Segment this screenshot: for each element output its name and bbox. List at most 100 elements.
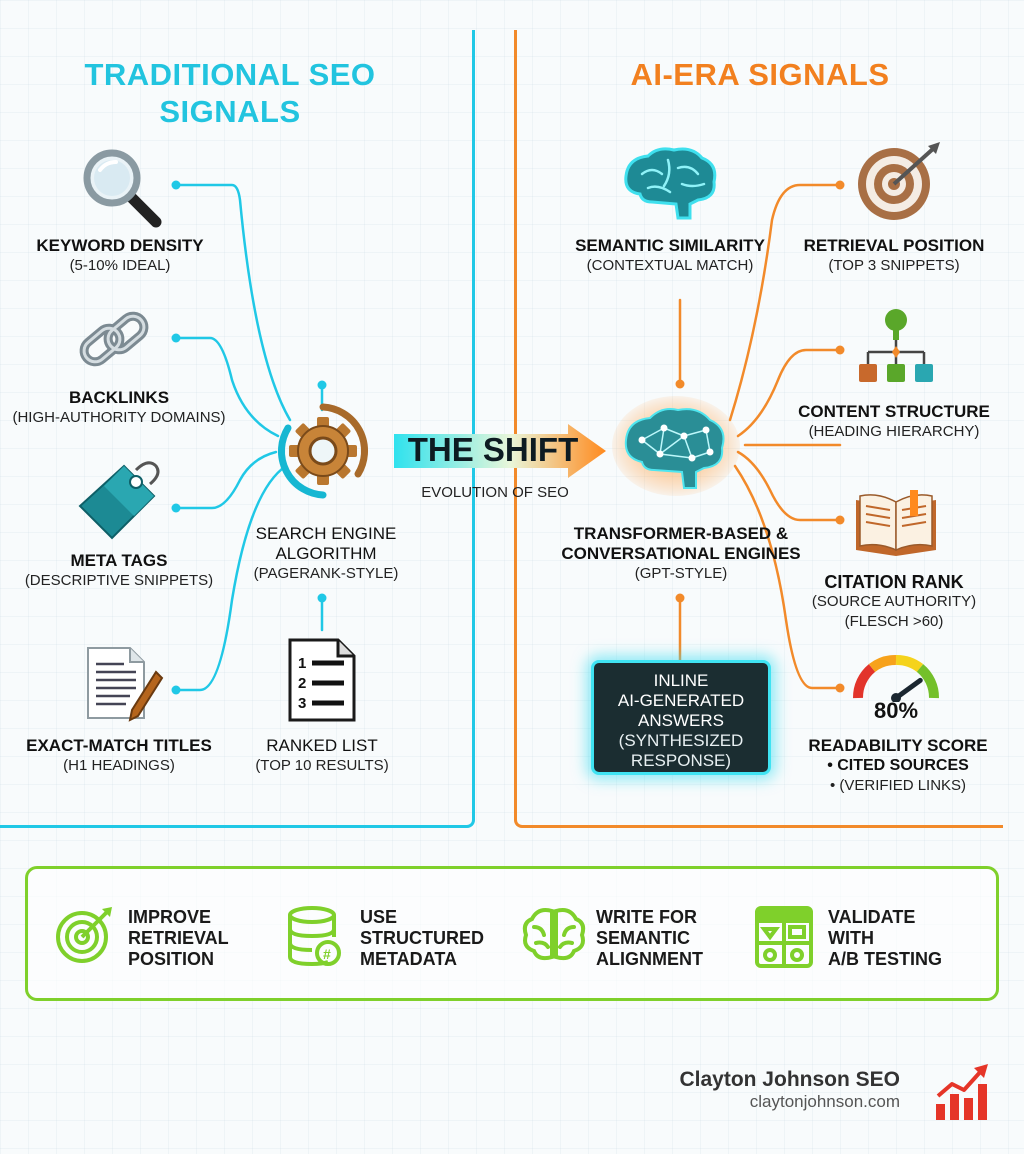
ai-panel-border (514, 30, 1003, 828)
target-icon (56, 907, 112, 963)
search-engine-line2: ALGORITHM (275, 544, 377, 563)
tip3-line2: SEMANTIC (596, 928, 690, 948)
svg-text:3: 3 (298, 695, 306, 712)
ai-title: AI-ERA SIGNALS (630, 57, 890, 92)
semantic-similarity-name: SEMANTIC SIMILARITY (575, 236, 765, 255)
content-structure-name: CONTENT STRUCTURE (798, 402, 990, 421)
content-structure-label: CONTENT STRUCTURE (HEADING HIERARCHY) (792, 402, 996, 442)
tip4-line2: WITH (828, 928, 874, 948)
svg-text:#: # (323, 946, 331, 962)
transformer-engines-label: TRANSFORMER-BASED & CONVERSATIONAL ENGIN… (548, 524, 814, 584)
ranked-list-icon: 1 2 3 (288, 638, 356, 722)
gauge-value: 80% (873, 698, 919, 723)
growth-chart-logo-icon (936, 1064, 988, 1120)
meta-tags-name: META TAGS (70, 551, 168, 570)
content-structure-detail: (HEADING HIERARCHY) (808, 423, 980, 440)
brain-icon (522, 908, 586, 961)
tip2-line3: METADATA (360, 949, 457, 969)
cited-sources-bullet: • CITED SOURCES (827, 757, 969, 774)
gauge-icon (852, 655, 940, 702)
shift-arrow-icon (394, 424, 606, 478)
brand-url[interactable]: claytonjohnson.com (749, 1092, 900, 1111)
open-book-icon (856, 490, 936, 556)
tip1-line3: POSITION (128, 949, 215, 969)
answers-line3: ANSWERS (638, 711, 724, 730)
backlinks-label: BACKLINKS (HIGH-AUTHORITY DOMAINS) (4, 388, 234, 428)
action-tips-box: IMPROVE RETRIEVAL POSITION # USE STRUC (25, 866, 999, 1001)
backlinks-detail: (HIGH-AUTHORITY DOMAINS) (12, 409, 226, 426)
ranked-list-label: RANKED LIST (TOP 10 RESULTS) (240, 736, 404, 776)
search-engine-line1: SEARCH ENGINE (255, 524, 397, 543)
search-engine-label: SEARCH ENGINE ALGORITHM (PAGERANK-STYLE) (236, 524, 416, 584)
tip4-line3: A/B TESTING (828, 949, 943, 969)
tip-ab-testing-text: VALIDATE WITH A/B TESTING (828, 907, 942, 970)
exact-match-titles-detail: (H1 HEADINGS) (63, 757, 175, 774)
transformer-engines-line2: CONVERSATIONAL ENGINES (561, 544, 801, 563)
transformer-engines-detail: (GPT-STYLE) (634, 565, 728, 582)
tip-improve-retrieval-text: IMPROVE RETRIEVAL POSITION (128, 907, 229, 970)
citation-rank-detail2: (FLESCH >60) (844, 613, 944, 630)
tip3-line3: ALIGNMENT (596, 949, 703, 969)
chain-link-icon (79, 311, 149, 367)
citation-rank-name: CITATION RANK (824, 572, 964, 592)
retrieval-position-detail: (TOP 3 SNIPPETS) (828, 257, 960, 274)
tip-semantic-alignment: WRITE FOR SEMANTIC ALIGNMENT (522, 903, 732, 973)
brain-glow-icon (624, 147, 717, 220)
meta-tags-label: META TAGS (DESCRIPTIVE SNIPPETS) (14, 551, 224, 591)
answers-line5: RESPONSE) (630, 751, 732, 770)
keyword-density-label: KEYWORD DENSITY (5-10% IDEAL) (20, 236, 220, 276)
citation-rank-detail: (SOURCE AUTHORITY) (811, 593, 977, 610)
tip1-line2: RETRIEVAL (128, 928, 229, 948)
tip4-line1: VALIDATE (828, 907, 916, 927)
retrieval-position-label: RETRIEVAL POSITION (TOP 3 SNIPPETS) (792, 236, 996, 276)
tip2-line1: USE (360, 907, 398, 927)
ranked-list-name: RANKED LIST (266, 736, 378, 755)
svg-text:2: 2 (298, 675, 306, 692)
tip2-line2: STRUCTURED (360, 928, 484, 948)
answers-line4: (SYNTHESIZED (618, 731, 744, 750)
tip1-line1: IMPROVE (128, 907, 212, 927)
citation-rank-label: CITATION RANK (SOURCE AUTHORITY) (FLESCH… (796, 572, 992, 632)
exact-match-titles-label: EXACT-MATCH TITLES (H1 HEADINGS) (14, 736, 224, 776)
database-icon: # (288, 906, 341, 967)
verified-links-bullet: • (VERIFIED LINKS) (829, 777, 967, 794)
tip3-line1: WRITE FOR (596, 907, 697, 927)
svg-text:1: 1 (298, 655, 306, 672)
tag-icon (78, 461, 160, 540)
answers-line2: AI-GENERATED (617, 691, 745, 710)
neural-brain-icon (612, 396, 740, 496)
tip-ab-testing: VALIDATE WITH A/B TESTING (754, 903, 974, 973)
gear-icon (278, 403, 368, 499)
backlinks-name: BACKLINKS (68, 388, 170, 407)
target-arrow-icon (858, 142, 940, 220)
brand-name: Clayton Johnson SEO (679, 1068, 900, 1091)
ai-answers-box: INLINE AI-GENERATED ANSWERS (SYNTHESIZED… (591, 660, 771, 775)
semantic-similarity-detail: (CONTEXTUAL MATCH) (586, 257, 754, 274)
tip-semantic-alignment-text: WRITE FOR SEMANTIC ALIGNMENT (596, 907, 703, 970)
keyword-density-detail: (5-10% IDEAL) (69, 257, 171, 274)
answers-line1: INLINE (653, 671, 709, 690)
hierarchy-tree-icon (859, 309, 933, 382)
traditional-title: TRADITIONAL SEO SIGNALS (84, 57, 376, 129)
ranked-list-detail: (TOP 10 RESULTS) (255, 757, 389, 774)
magnifier-icon (83, 149, 162, 228)
tip-structured-metadata: # USE STRUCTURED METADATA (286, 903, 496, 973)
shift-title: THE SHIFT (407, 431, 579, 468)
tip-structured-metadata-text: USE STRUCTURED METADATA (360, 907, 484, 970)
retrieval-position-name: RETRIEVAL POSITION (803, 236, 985, 255)
transformer-engines-line1: TRANSFORMER-BASED & (573, 524, 789, 543)
traditional-panel-border (0, 30, 475, 828)
shift-subtitle: EVOLUTION OF SEO (421, 484, 569, 501)
meta-tags-detail: (DESCRIPTIVE SNIPPETS) (24, 572, 214, 589)
keyword-density-name: KEYWORD DENSITY (36, 236, 204, 255)
readability-score-label: READABILITY SCORE • CITED SOURCES • (VER… (800, 736, 996, 796)
semantic-similarity-label: SEMANTIC SIMILARITY (CONTEXTUAL MATCH) (560, 236, 780, 276)
ab-test-icon (755, 906, 813, 968)
document-pen-icon (87, 647, 164, 722)
tip-improve-retrieval: IMPROVE RETRIEVAL POSITION (54, 903, 264, 973)
exact-match-titles-name: EXACT-MATCH TITLES (26, 736, 212, 755)
readability-score-name: READABILITY SCORE (808, 736, 988, 755)
search-engine-detail: (PAGERANK-STYLE) (253, 565, 399, 582)
